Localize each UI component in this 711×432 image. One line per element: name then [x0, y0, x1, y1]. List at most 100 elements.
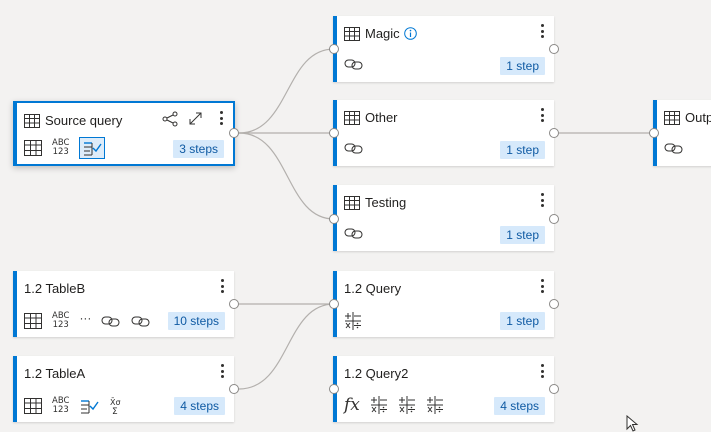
info-icon[interactable] [403, 27, 417, 40]
calculator-icon [398, 396, 415, 414]
card-icons [344, 142, 374, 154]
query-card-other[interactable]: Other 1 step [333, 100, 554, 166]
table-icon [344, 110, 360, 125]
table-icon [664, 110, 680, 125]
card-icons: fx [344, 395, 454, 415]
svg-text:X̄σ: X̄σ [110, 397, 121, 407]
card-title: Outp [664, 110, 711, 125]
card-title: 1.2 Query2 [344, 366, 408, 381]
output-port[interactable] [229, 128, 239, 138]
link-icon [344, 59, 363, 70]
output-port[interactable] [229, 299, 239, 309]
card-icons [344, 312, 372, 330]
more-options-icon[interactable] [538, 191, 546, 209]
output-port[interactable] [549, 128, 559, 138]
table-icon [24, 140, 42, 156]
connector-source-testing [238, 132, 335, 220]
more-options-icon[interactable] [218, 362, 226, 380]
table-icon [24, 313, 42, 329]
output-port[interactable] [549, 44, 559, 54]
steps-badge[interactable]: 4 steps [174, 397, 225, 415]
input-port[interactable] [649, 128, 659, 138]
table-icon [24, 398, 42, 414]
query-card-query2[interactable]: 1.2 Query2 fx 4 steps [333, 356, 554, 422]
steps-badge[interactable]: 3 steps [173, 140, 224, 158]
query-card-magic[interactable]: Magic 1 step [333, 16, 554, 82]
card-icons [664, 142, 694, 154]
expand-icon[interactable] [188, 111, 203, 126]
card-title: 1.2 TableB [24, 281, 85, 296]
link-icon [101, 316, 120, 327]
card-icons [344, 227, 374, 239]
input-port[interactable] [329, 128, 339, 138]
steps-badge[interactable]: 1 step [500, 57, 545, 75]
query-card-testing[interactable]: Testing 1 step [333, 185, 554, 251]
output-port[interactable] [229, 384, 239, 394]
statistics-icon: X̄σΣ [110, 397, 121, 415]
steps-badge[interactable]: 1 step [500, 226, 545, 244]
card-title-text: Outp [685, 110, 711, 125]
card-title: Other [344, 110, 398, 125]
calculator-icon [345, 312, 361, 330]
table-icon [344, 195, 360, 210]
output-port[interactable] [549, 299, 559, 309]
steps-badge[interactable]: 10 steps [167, 312, 225, 330]
output-port[interactable] [549, 214, 559, 224]
card-title: Testing [344, 195, 406, 210]
function-icon: fx [344, 395, 360, 415]
svg-text:Σ: Σ [112, 407, 118, 415]
table-icon [344, 26, 360, 41]
more-options-icon[interactable] [538, 22, 546, 40]
more-options-icon[interactable] [218, 277, 226, 295]
input-port[interactable] [329, 384, 339, 394]
more-steps-indicator: ··· [79, 311, 92, 325]
link-icon [664, 143, 683, 154]
share-icon[interactable] [162, 111, 178, 127]
card-title-text: Source query [45, 113, 123, 128]
card-title: Magic [344, 26, 417, 41]
input-port[interactable] [329, 214, 339, 224]
card-title-text: 1.2 Query2 [344, 366, 409, 381]
more-options-icon[interactable] [538, 106, 546, 124]
calculator-icon [370, 396, 387, 414]
more-options-icon[interactable] [538, 277, 546, 295]
connector-source-magic [238, 48, 335, 134]
steps-badge[interactable]: 1 step [500, 312, 545, 330]
card-title: Source query [24, 113, 122, 128]
mouse-cursor-icon [626, 415, 639, 432]
query-card-query[interactable]: 1.2 Query 1 step [333, 271, 554, 337]
input-port[interactable] [329, 299, 339, 309]
more-options-icon[interactable] [217, 109, 225, 127]
choose-columns-icon[interactable] [79, 137, 106, 159]
calculator-icon [426, 396, 443, 414]
steps-badge[interactable]: 4 steps [494, 397, 545, 415]
card-title-text: 1.2 Query [344, 281, 402, 296]
more-options-icon[interactable] [538, 362, 546, 380]
connector-tablea-query [238, 303, 335, 390]
steps-badge[interactable]: 1 step [500, 141, 545, 159]
output-port[interactable] [549, 384, 559, 394]
link-icon [344, 228, 363, 239]
card-title: 1.2 TableA [24, 366, 85, 381]
query-card-output[interactable]: Outp [653, 100, 711, 166]
card-title-text: 1.2 TableB [24, 281, 86, 296]
input-port[interactable] [329, 44, 339, 54]
card-title-text: Testing [365, 195, 407, 210]
card-title-text: Magic [365, 26, 400, 41]
card-title-text: 1.2 TableA [24, 366, 86, 381]
link-icon [131, 316, 150, 327]
card-icons [344, 58, 374, 70]
table-icon [24, 113, 40, 128]
choose-columns-icon [81, 400, 100, 414]
